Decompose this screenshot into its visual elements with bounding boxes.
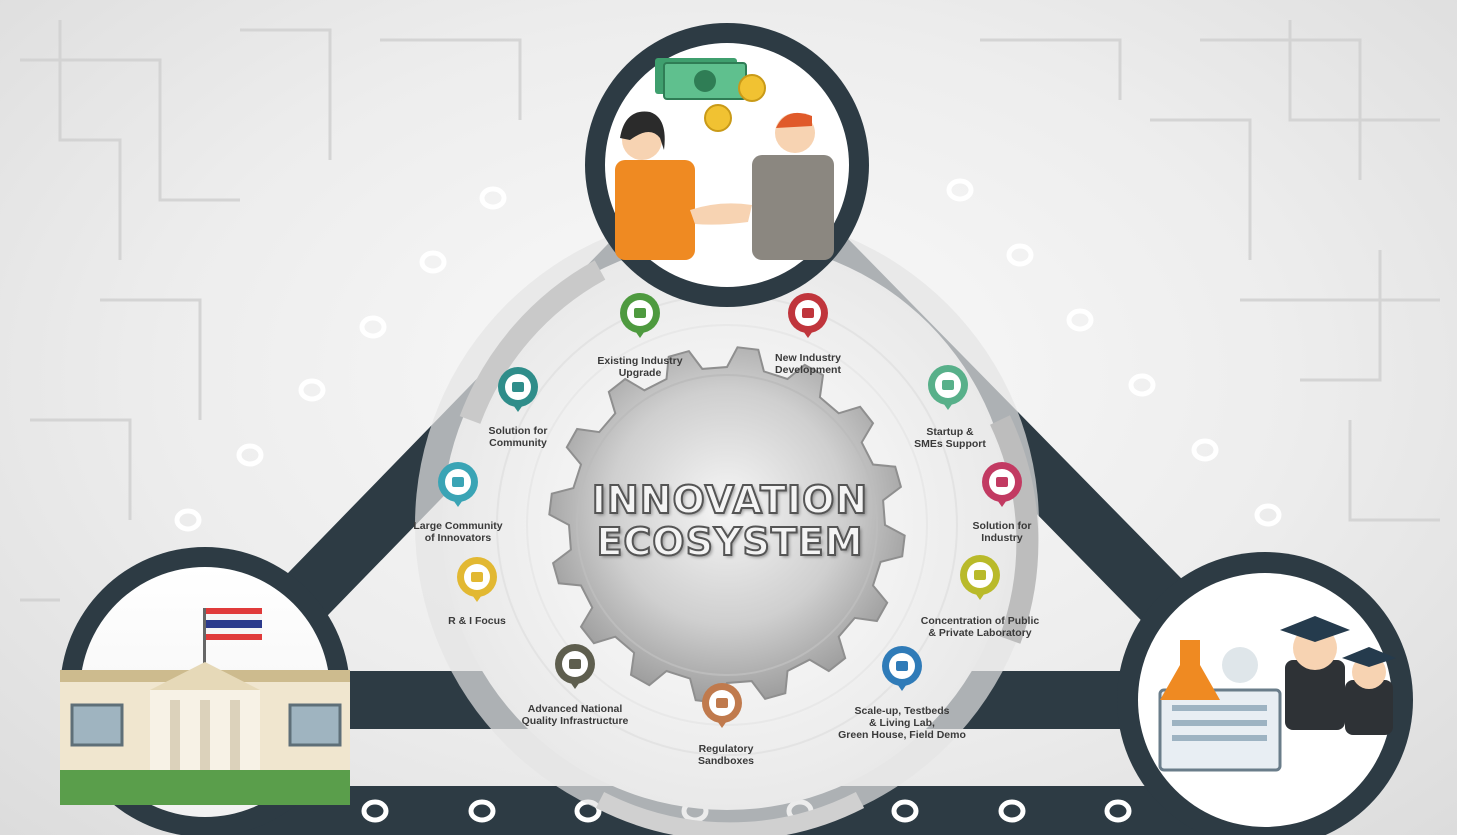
chain-hole xyxy=(419,250,447,274)
chain-hole xyxy=(1006,243,1034,267)
chain-hole xyxy=(1066,308,1094,332)
item-label: Concentration of Public & Private Labora… xyxy=(920,615,1040,639)
chain-hole xyxy=(468,799,496,823)
chain-hole xyxy=(998,799,1026,823)
item-label: Scale-up, Testbeds & Living Lab, Green H… xyxy=(838,705,966,741)
item-label: Advanced National Quality Infrastructure xyxy=(521,703,629,727)
scales-icon xyxy=(702,683,742,728)
item-label: Solution for Community xyxy=(488,425,548,449)
chain-hole xyxy=(298,378,326,402)
chain-hole xyxy=(1128,373,1156,397)
item-markers xyxy=(438,293,1022,728)
chain-hole xyxy=(361,799,389,823)
item-label: Large Community of Innovators xyxy=(413,520,503,544)
handshake-money-icon xyxy=(585,23,869,307)
item-label: R & I Focus xyxy=(448,615,506,627)
microscope-icon xyxy=(960,555,1000,600)
chain-hole xyxy=(479,186,507,210)
gears-icon xyxy=(982,462,1022,507)
graduates-lab-icon xyxy=(1117,552,1413,835)
building-icon xyxy=(555,644,595,689)
chain-hole xyxy=(946,178,974,202)
item-label: Regulatory Sandboxes xyxy=(697,743,755,767)
chain-hole xyxy=(1254,503,1282,527)
chain-hole xyxy=(1191,438,1219,462)
chart-icon xyxy=(620,293,660,338)
chain-hole xyxy=(891,799,919,823)
title-line2: ECOSYSTEM xyxy=(595,519,864,565)
item-label: Solution for Industry xyxy=(972,520,1032,544)
item-label: New Industry Development xyxy=(775,352,841,376)
chain-hole xyxy=(1104,799,1132,823)
item-label: Startup & SMEs Support xyxy=(914,426,986,450)
factory-icon xyxy=(788,293,828,338)
lightbulb-icon xyxy=(457,557,497,602)
center-gear xyxy=(548,346,906,704)
money-bag-icon xyxy=(928,365,968,410)
item-label: Existing Industry Upgrade xyxy=(597,355,683,379)
chain-hole xyxy=(174,508,202,532)
chain-hole xyxy=(236,443,264,467)
chain-hole xyxy=(359,315,387,339)
title-line1: INNOVATION xyxy=(591,477,869,523)
government-building-icon xyxy=(60,547,350,835)
magnifier-icon xyxy=(882,646,922,691)
city-icon xyxy=(438,462,478,507)
handshake-icon xyxy=(498,367,538,412)
circuit-background xyxy=(20,20,1440,602)
